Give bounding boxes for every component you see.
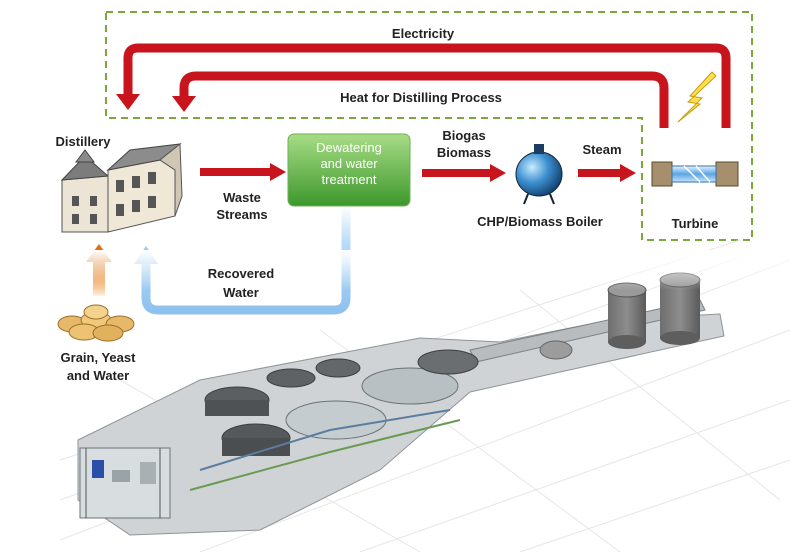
grain-icon	[57, 304, 135, 342]
heat-arrow-head	[172, 96, 196, 112]
recovered-label-line2: Water	[223, 285, 259, 300]
biogas-arrow-head	[490, 164, 506, 182]
steam-arrow-head	[620, 164, 636, 182]
biomass-label: Biomass	[436, 145, 492, 160]
electricity-arrow	[123, 43, 731, 128]
heat-arrow	[179, 71, 669, 128]
dewatering-label: Dewatering and water treatment	[316, 140, 382, 187]
turbine-icon	[651, 161, 739, 187]
grain-label-line1: Grain, Yeast	[60, 350, 136, 365]
distillery-icon	[60, 142, 183, 233]
distillery-label: Distillery	[55, 134, 111, 149]
chp-label: CHP/Biomass Boiler	[477, 214, 603, 229]
recovered-water-arrow	[141, 206, 351, 315]
recovered-label-line1: Recovered	[207, 266, 275, 281]
waste-label-line1: Waste	[223, 190, 261, 205]
lightning-icon	[677, 71, 717, 123]
plant-3d-model	[59, 239, 800, 552]
dewatering-box	[287, 133, 411, 207]
steam-label: Steam	[582, 142, 622, 157]
biogas-label: Biogas	[442, 128, 486, 143]
boiler-icon	[515, 144, 563, 205]
waste-streams-arrow-head	[270, 163, 286, 181]
waste-label-line2: Streams	[216, 207, 268, 222]
energy-boundary-dashed	[105, 11, 753, 241]
electricity-label: Electricity	[391, 26, 455, 41]
grain-label-line2: and Water	[66, 368, 130, 383]
heat-label: Heat for Distilling Process	[340, 90, 502, 105]
electricity-arrow-head	[116, 94, 140, 110]
turbine-label: Turbine	[671, 216, 719, 231]
